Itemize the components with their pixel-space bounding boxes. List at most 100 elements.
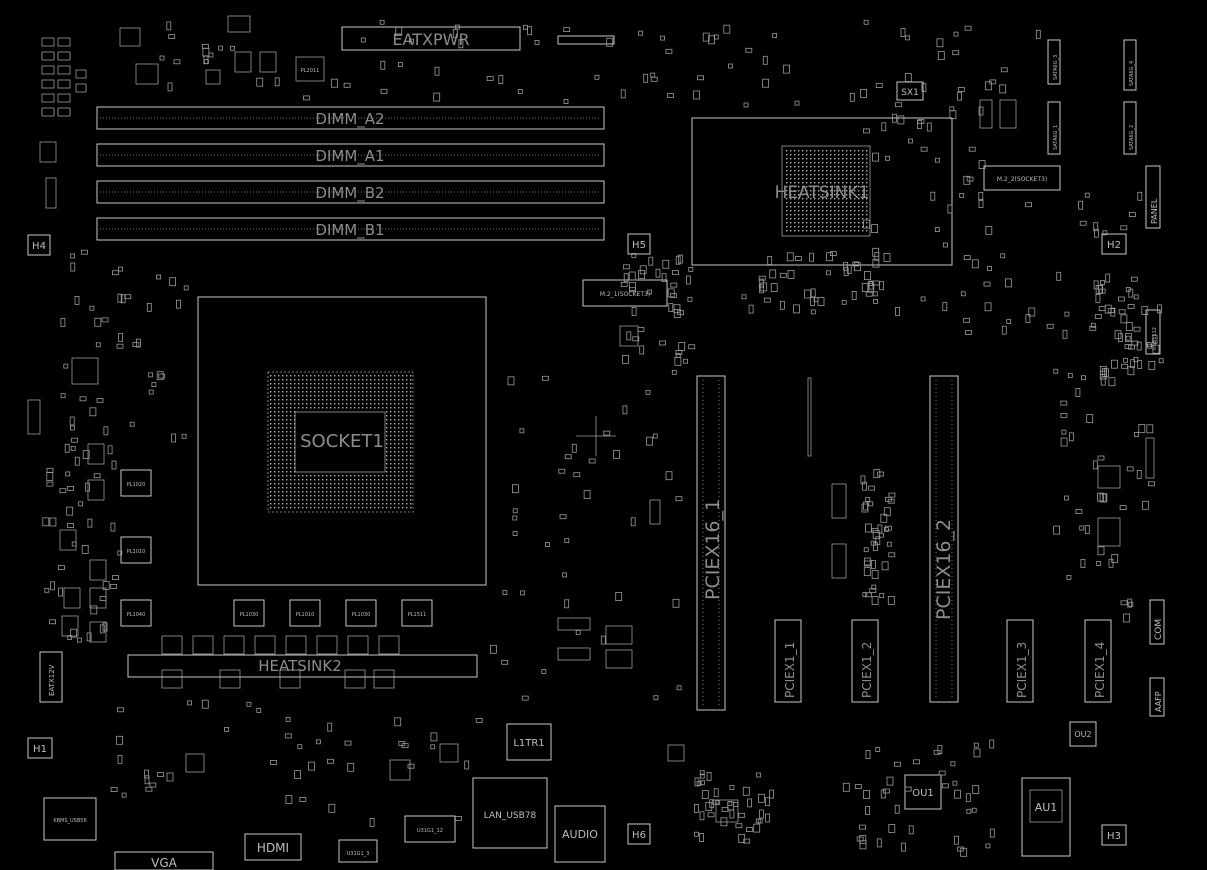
smd-pad [173, 59, 181, 65]
smd-pad [534, 40, 540, 45]
pin-dot [834, 190, 836, 192]
pin-dot [406, 451, 408, 453]
pin-dot [850, 218, 852, 220]
pin-dot [338, 407, 340, 409]
smd-pad [564, 538, 570, 543]
eatxpwr-connector: EATXPWR [341, 26, 521, 51]
pin-dot [298, 399, 300, 401]
pin-dot [290, 375, 292, 377]
pin-dot [302, 391, 304, 393]
pin-dot [358, 507, 360, 509]
pin-dot [806, 214, 808, 216]
pin-dot [274, 507, 276, 509]
pin-dot [326, 495, 328, 497]
pin-dot [390, 403, 392, 405]
pin-dot [798, 210, 800, 212]
pin-dot [326, 387, 328, 389]
pin-dot [294, 423, 296, 425]
pin-dot [402, 391, 404, 393]
pin-dot [394, 459, 396, 461]
pin-dot [310, 407, 312, 409]
pin-dot [270, 479, 272, 481]
pin-dot [834, 218, 836, 220]
pin-dot [790, 226, 792, 228]
pin-dot [834, 170, 836, 172]
smd-pad [897, 115, 905, 125]
pin-dot [850, 186, 852, 188]
pin-dot [286, 459, 288, 461]
pin-dot [402, 419, 404, 421]
pin-dot [306, 475, 308, 477]
smd-pad [966, 808, 972, 814]
pin-dot [358, 483, 360, 485]
pin-dot [838, 218, 840, 220]
pin-dot [850, 210, 852, 212]
smd-pad [394, 717, 402, 727]
pin-dot [406, 503, 408, 505]
pin-dot [294, 475, 296, 477]
pin-dot [806, 150, 808, 152]
pin-dot [310, 379, 312, 381]
smd-pad [1064, 495, 1069, 501]
pin-dot [786, 210, 788, 212]
pin-dot [850, 214, 852, 216]
pin-dot [354, 507, 356, 509]
pin-dot [270, 375, 272, 377]
pin-dot [406, 415, 408, 417]
pin-dot [386, 487, 388, 489]
pin-dot [794, 190, 796, 192]
pin-dot [318, 383, 320, 385]
smd-pad [1111, 554, 1119, 563]
smd-pad [380, 60, 386, 70]
pin-dot [302, 383, 304, 385]
pin-dot [318, 495, 320, 497]
smd-pad [661, 273, 667, 283]
pin-dot [386, 431, 388, 433]
pin-dot [862, 182, 864, 184]
smd-pad [745, 47, 753, 53]
pin-dot [850, 222, 852, 224]
pin-dot [406, 459, 408, 461]
pin-dot [406, 479, 408, 481]
smd-pad [308, 761, 315, 771]
smd-pad [1006, 319, 1012, 325]
pin-dot [290, 387, 292, 389]
pin-dot [278, 447, 280, 449]
pin-dot [346, 391, 348, 393]
pin-dot [846, 190, 848, 192]
pin-dot [286, 427, 288, 429]
smd-pad [117, 755, 123, 764]
smd-pad [81, 249, 88, 255]
smd-pad [156, 371, 164, 381]
pin-dot [802, 182, 804, 184]
pin-dot [278, 379, 280, 381]
pin-dot [338, 383, 340, 385]
audio-jack: AUDIO [554, 805, 606, 863]
smd-pad [643, 73, 649, 83]
pin-dot [818, 218, 820, 220]
smd-pad [401, 743, 409, 748]
smd-pad [1120, 600, 1128, 606]
pin-dot [386, 407, 388, 409]
smd-pad [864, 271, 871, 281]
smd-pad [984, 302, 992, 312]
pin-dot [362, 383, 364, 385]
pin-dot [814, 230, 816, 232]
smd-pad [527, 26, 532, 36]
smd-pad [672, 270, 679, 276]
pin-dot [842, 154, 844, 156]
smd-pad [489, 644, 497, 654]
pin-dot [270, 415, 272, 417]
pin-dot [402, 467, 404, 469]
smd-pad [135, 338, 141, 348]
pin-dot [366, 399, 368, 401]
pin-dot [374, 479, 376, 481]
pin-dot [826, 194, 828, 196]
pin-dot [822, 210, 824, 212]
pin-dot [854, 186, 856, 188]
pin-dot [290, 495, 292, 497]
pin-dot [398, 423, 400, 425]
pin-dot [322, 475, 324, 477]
pin-dot [806, 194, 808, 196]
smd-pad [1118, 333, 1123, 343]
